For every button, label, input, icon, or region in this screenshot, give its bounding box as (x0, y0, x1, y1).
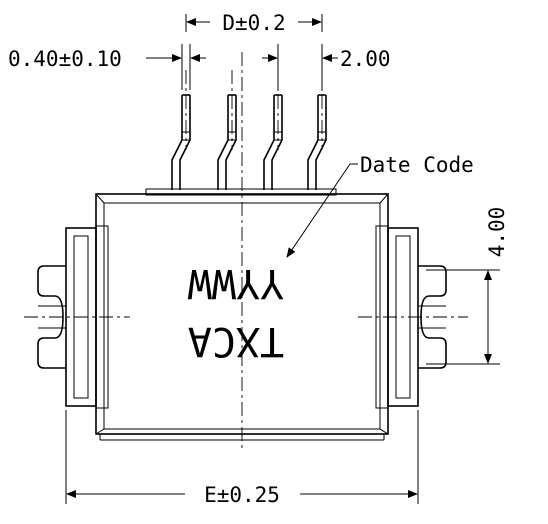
body-marking: YYWW TXCA (187, 260, 284, 364)
dim-body-width-label: E±0.25 (204, 483, 280, 507)
marking-line-2: TXCA (188, 318, 284, 364)
date-code-callout: Date Code (286, 153, 474, 258)
dim-pin-width: 0.40±0.10 (8, 44, 206, 90)
pin-4 (307, 94, 327, 190)
dim-body-width: E±0.25 (65, 410, 419, 507)
pin-3 (263, 94, 283, 190)
dim-pin-pitch: 2.00 (262, 44, 391, 90)
left-side-bracket (37, 225, 109, 409)
dim-pin-pitch-label: 2.00 (340, 47, 391, 71)
dim-pin-span: D±0.2 (185, 11, 323, 35)
pin-1 (171, 94, 191, 190)
center-lines (24, 52, 468, 450)
dim-height: 4.00 (426, 207, 509, 365)
marking-line-1: YYWW (187, 260, 284, 306)
dim-pin-width-label: 0.40±0.10 (8, 47, 122, 71)
dim-pin-span-label: D±0.2 (222, 11, 285, 35)
dim-height-label: 4.00 (485, 207, 509, 258)
pins (171, 94, 327, 190)
pin-2 (217, 94, 237, 190)
date-code-label: Date Code (360, 153, 474, 177)
